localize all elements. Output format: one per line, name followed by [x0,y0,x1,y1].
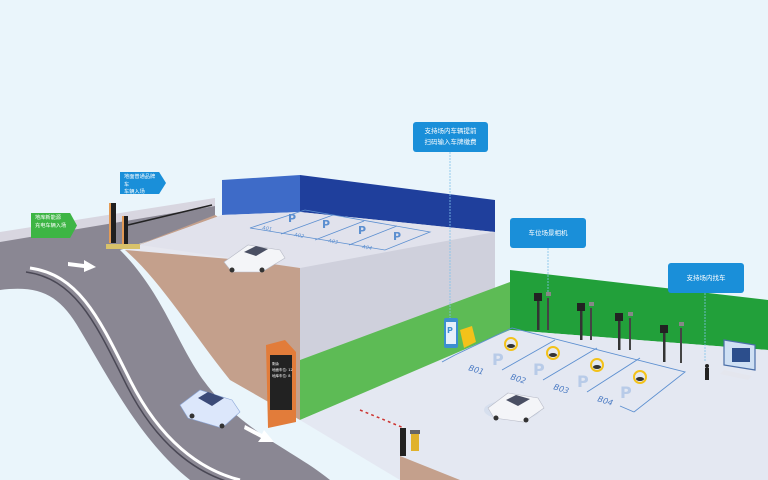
ground-parking-lines [441,327,686,413]
rooftop-space-labels: A01 A02 A03 A04 [261,225,373,252]
ground-p-icons: P P P P [492,350,632,402]
parking-p-icon: P [492,350,504,369]
exit-barrier [359,409,460,480]
tag-text: 地面普通品牌车 [124,174,156,188]
camera-pole-icon [577,302,594,340]
car [484,392,545,423]
car [179,389,241,429]
road [0,205,330,480]
entry-barrier [106,203,213,249]
parking-p-icon: P [577,372,589,391]
space-label: A04 [361,244,373,252]
space-label: A03 [327,238,339,246]
person-icon [705,364,709,380]
tag-text: 充电车辆入场 [35,222,67,229]
sign-text: 地库车位: 8 [272,373,291,378]
building-front [300,205,495,360]
parking-locks [504,337,647,384]
parking-p-icon: P [620,383,632,402]
ground-wall-right [510,270,768,350]
camera-pole-icon [534,292,551,330]
road-edge [29,266,241,480]
parking-p-icon: P [322,218,330,231]
roof-back-wall-light [222,175,300,215]
ground-wall-left [300,282,510,420]
tag-ev-entry: 地库新能源 充电车辆入场 [31,213,77,238]
parking-p-icon: P [393,230,401,243]
callout-scan-pay: 支持场内车辆提前 扫码输入车牌缴费 [413,122,488,152]
find-car-kiosk [705,339,756,380]
roof-back-wall-blue [300,175,495,232]
sign-text: 剩余 [272,361,280,366]
parking-p-icon: P [533,360,545,379]
sign-text: 地面车位: 12 [272,367,293,372]
parking-lock-icon [504,337,518,351]
parking-lock-icon [633,370,647,384]
direction-arrow-icon [244,425,274,442]
parking-p-icon: P [288,212,296,225]
road-edge-dark [25,271,226,480]
roof-surface [140,212,495,268]
camera-pole-icon [615,312,633,350]
info-sign-board: 剩余 地面车位: 12 地库车位: 8 [266,340,296,428]
callout-find-car: 支持场内找车 [668,263,744,293]
tag-ground-entry: 地面普通品牌车 车辆入场 [120,172,166,194]
svg-text:P: P [447,326,453,335]
parking-p-icon: P [358,224,366,237]
parking-lock-icon [546,346,560,360]
space-label: A02 [293,232,305,240]
callout-text: 支持场内车辆提前 [424,127,477,135]
callout-text: 扫码输入车牌缴费 [424,138,477,146]
parking-lock-icon [590,358,604,372]
rooftop-p-icons: P P P P [288,212,401,243]
camera-pole-icon [660,322,684,363]
rooftop-parking [249,209,432,251]
space-label: A01 [261,225,273,233]
car [223,244,286,273]
direction-arrow-icon [68,260,96,272]
tag-text: 地库新能源 [35,215,61,221]
callout-text: 车位场景相机 [528,228,568,237]
scene-cameras [534,292,684,363]
mobile-pay-phone-icon: P [444,318,476,348]
callout-text: 支持场内找车 [686,273,726,282]
tag-text: 车辆入场 [124,189,145,195]
callout-scene-camera: 车位场景相机 [510,218,586,248]
